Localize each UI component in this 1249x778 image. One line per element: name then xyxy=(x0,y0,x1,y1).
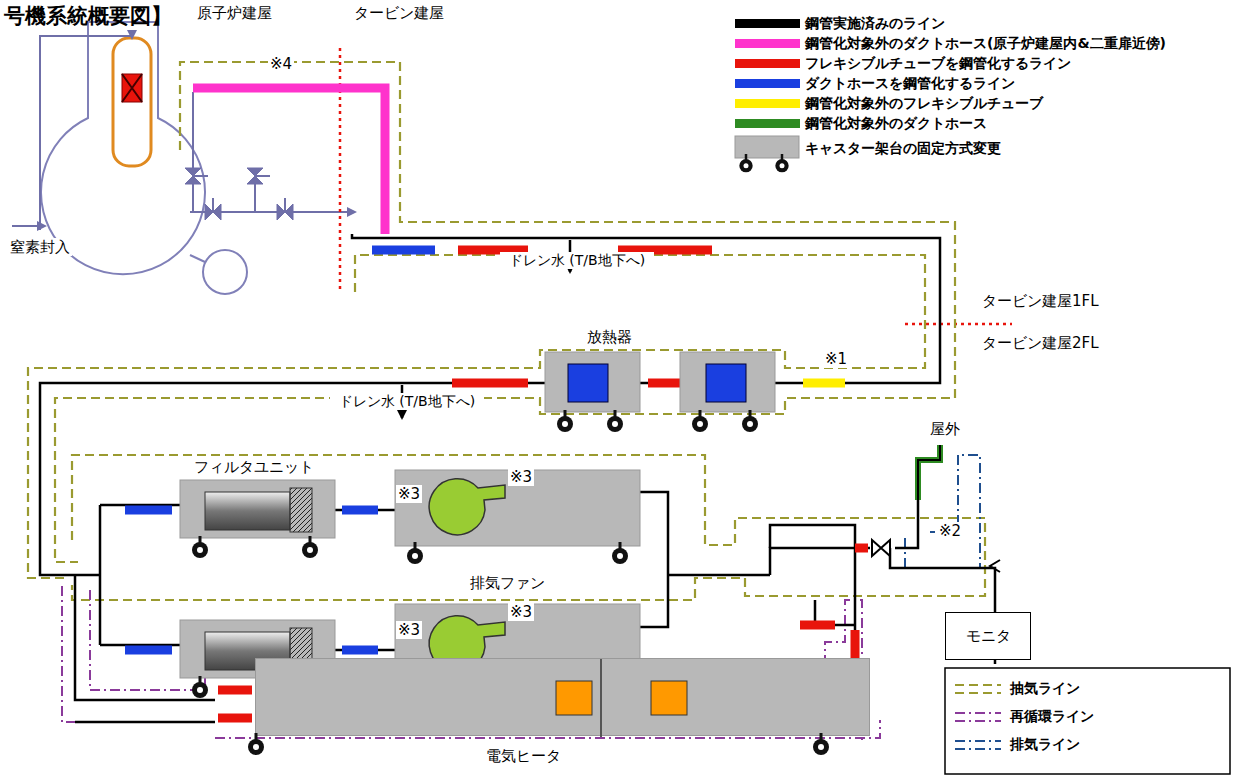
equipment-name: フィルタユニット xyxy=(192,458,316,476)
pressure-vessel xyxy=(113,38,151,166)
floor-label: タービン建屋2FL xyxy=(980,334,1101,352)
legend-text: 排気ライン xyxy=(1010,736,1080,753)
legend-text: 鋼管化対象外のフレキシブルチューブ xyxy=(805,95,1043,112)
drain-note: ドレン水 (T/B地下へ) xyxy=(500,252,654,269)
legend-swatch xyxy=(735,119,800,128)
legend-text: フレキシブルチューブを鋼管化するライン xyxy=(805,55,1071,72)
legend-swatch xyxy=(735,79,800,88)
legend-swatch xyxy=(735,59,800,68)
drain-note: ドレン水 (T/B地下へ) xyxy=(330,393,484,410)
recirculation-outline xyxy=(62,586,880,740)
heater-cart: 電気ヒータ xyxy=(255,658,870,736)
legend-swatch xyxy=(735,99,800,108)
node-heading: 電気ヒータ xyxy=(484,747,563,765)
legend-line-sample xyxy=(955,737,1005,753)
legend-text: 鋼管実施済みのライン xyxy=(805,15,945,32)
vent-piping xyxy=(190,92,355,212)
callout-number: ※4 xyxy=(268,55,294,73)
legend-text: 抽気ライン xyxy=(1010,680,1080,697)
heater-elements xyxy=(256,659,871,767)
callout-number: ※3 xyxy=(508,603,534,621)
building-name: 原子炉建屋 xyxy=(195,4,274,22)
place-label: 屋外 xyxy=(928,420,962,438)
callout-number: ※3 xyxy=(396,621,422,639)
monitor-box: モニタ xyxy=(945,612,1031,660)
callout-number: ※3 xyxy=(396,485,422,503)
steel-pipe xyxy=(40,234,995,722)
floor-label: タービン建屋1FL xyxy=(980,292,1101,310)
legend-cart-sample xyxy=(733,134,803,174)
line-label: 窒素封入 xyxy=(8,238,72,256)
callout-number: ※2 xyxy=(937,522,963,540)
building-name: タービン建屋 xyxy=(352,4,446,22)
valves xyxy=(185,168,293,220)
legend-text: 鋼管化対象外のダクトホース(原子炉建屋内&二重扉近傍) xyxy=(805,35,1166,52)
legend-text: キャスター架台の固定方式変更 xyxy=(805,140,1001,157)
floor-boundary xyxy=(905,323,1012,326)
outside-duct xyxy=(918,445,940,500)
legend-swatch xyxy=(735,19,800,28)
equipment-name: 排気ファン xyxy=(468,574,547,592)
callout-number: ※3 xyxy=(508,468,534,486)
legend-line-sample xyxy=(955,709,1005,725)
legend-text: ダクトホースを鋼管化するライン xyxy=(805,75,1015,92)
nitrogen-line xyxy=(12,36,132,230)
callout-number: ※1 xyxy=(823,350,849,368)
outlet-valve xyxy=(872,540,890,556)
radiator-carts xyxy=(545,352,775,432)
legend-line-sample xyxy=(955,681,1005,697)
duct-hose-magenta xyxy=(193,88,385,234)
legend-text: 再循環ライン xyxy=(1010,708,1094,725)
legend-swatch xyxy=(735,39,800,48)
node-text: モニタ xyxy=(966,627,1011,646)
core xyxy=(122,74,142,102)
diagram-title: 号機系統概要図】 xyxy=(4,4,172,29)
pipe-segments xyxy=(125,250,868,718)
legend-text: 鋼管化対象外のダクトホース xyxy=(805,115,987,132)
equipment-name: 放熱器 xyxy=(585,328,634,346)
legend-box xyxy=(945,668,1230,774)
